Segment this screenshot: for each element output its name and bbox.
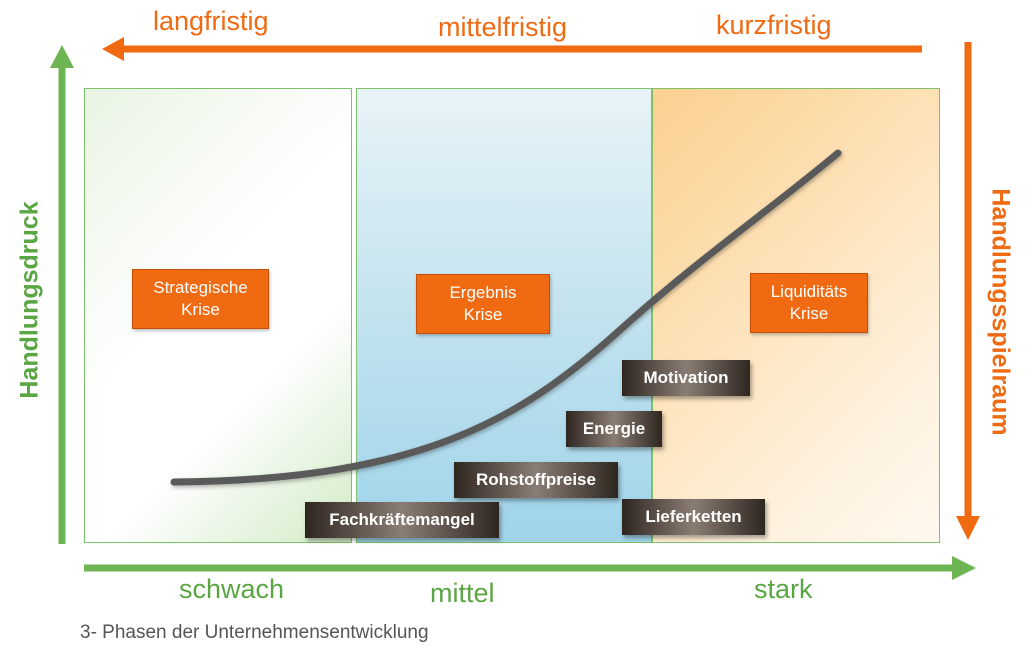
bottom-label-strong: stark [754, 574, 813, 604]
crisis-liquidity: Liquiditäts Krise [750, 273, 868, 333]
bottom-label-medium: mittel [430, 578, 495, 608]
right-arrow [956, 42, 980, 540]
right-axis-label: Handlungsspielraum [986, 188, 1015, 436]
crisis-result: Ergebnis Krise [416, 274, 550, 334]
top-label-long-term: langfristig [153, 6, 269, 36]
factor-skilled-labour-shortage: Fachkräftemangel [305, 502, 499, 538]
factor-motivation: Motivation [622, 360, 750, 396]
top-label-short-term: kurzfristig [716, 10, 832, 40]
top-label-mid-term: mittelfristig [438, 12, 568, 42]
bottom-arrow [84, 556, 976, 580]
figure-caption: 3- Phasen der Unternehmensentwicklung [80, 622, 429, 643]
left-arrow [50, 45, 74, 544]
factor-raw-material-prices: Rohstoffpreise [454, 462, 618, 498]
top-arrow [102, 37, 922, 61]
bottom-label-weak: schwach [179, 574, 285, 604]
left-axis-label: Handlungsdruck [15, 201, 44, 399]
crisis-strategic: Strategische Krise [132, 269, 269, 329]
factor-energy: Energie [566, 411, 662, 447]
factor-supply-chains: Lieferketten [622, 499, 765, 535]
